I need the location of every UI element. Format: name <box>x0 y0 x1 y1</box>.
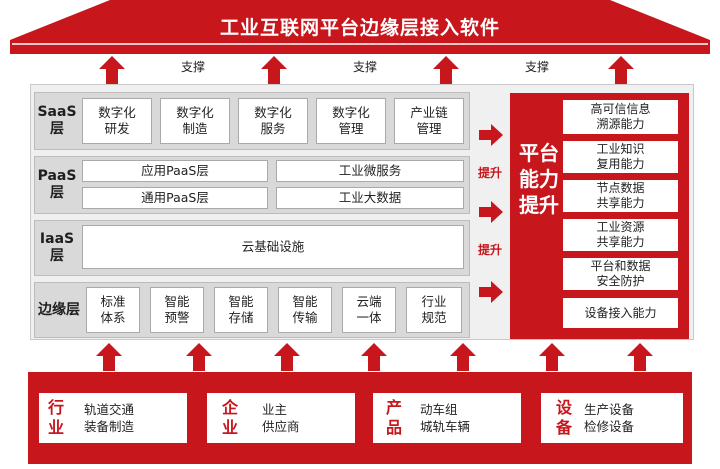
capability-item-security: 平台和数据安全防护 <box>562 257 679 291</box>
capability-item-knowledge-reuse: 工业知识复用能力 <box>562 140 679 174</box>
saas-cell-digital-service: 数字化服务 <box>238 98 308 144</box>
roof-banner <box>10 0 710 54</box>
domain-items-product: 动车组城轨车辆 <box>420 402 471 434</box>
edge-cell-standard-system: 标准体系 <box>86 287 140 333</box>
saas-cell-digital-management: 数字化管理 <box>316 98 386 144</box>
support-label: 支撑 <box>180 60 205 74</box>
input-arrow-up <box>186 343 212 371</box>
paas-cell-general-paas: 通用PaaS层 <box>82 187 268 209</box>
domain-title-equipment: 设备 <box>555 398 572 437</box>
domain-box-product <box>372 392 522 444</box>
edge-cell-cloud-edge-integration: 云端一体 <box>342 287 396 333</box>
input-arrow-up <box>361 343 387 371</box>
iaas-cell-cloud-infrastructure: 云基础设施 <box>82 225 464 269</box>
paas-cell-application-paas: 应用PaaS层 <box>82 160 268 182</box>
saas-cell-supply-chain: 产业链管理 <box>394 98 464 144</box>
support-arrow-up <box>261 56 287 84</box>
input-arrow-up <box>627 343 653 371</box>
boost-label: 提升 <box>478 243 503 257</box>
page-title: 工业互联网平台边缘层接入软件 <box>219 17 500 39</box>
paas-cell-industrial-big-data: 工业大数据 <box>276 187 464 209</box>
capability-title: 平台能力提升 <box>519 141 559 217</box>
support-label: 支撑 <box>352 60 377 74</box>
domain-box-enterprise <box>206 392 356 444</box>
capability-item-traceability: 高可信信息溯源能力 <box>562 99 679 135</box>
domain-title-product: 产品 <box>385 398 402 437</box>
saas-cell-digital-manufacturing: 数字化制造 <box>160 98 230 144</box>
domain-title-industry: 行业 <box>47 398 64 437</box>
edge-cell-smart-storage: 智能存储 <box>214 287 268 333</box>
edge-cell-smart-warning: 智能预警 <box>150 287 204 333</box>
boost-arrow-right <box>479 201 503 223</box>
boost-arrow-right <box>479 124 503 146</box>
domain-title-enterprise: 企业 <box>221 398 238 437</box>
capability-item-node-data-sharing: 节点数据共享能力 <box>562 179 679 213</box>
support-arrow-up <box>433 56 459 84</box>
input-arrow-up <box>450 343 476 371</box>
capability-item-resource-sharing: 工业资源共享能力 <box>562 218 679 252</box>
edge-cell-industry-norms: 行业规范 <box>406 287 462 333</box>
edge-cell-smart-transmission: 智能传输 <box>278 287 332 333</box>
input-arrow-up <box>96 343 122 371</box>
domain-items-equipment: 生产设备检修设备 <box>584 402 635 434</box>
boost-arrow-right <box>479 281 503 303</box>
boost-label: 提升 <box>478 166 503 180</box>
domain-items-enterprise: 业主供应商 <box>262 402 300 434</box>
paas-cell-industrial-microservices: 工业微服务 <box>276 160 464 182</box>
saas-cell-digital-rnd: 数字化研发 <box>82 98 152 144</box>
domain-box-industry <box>38 392 188 444</box>
edge-layer-label: 边缘层 <box>38 301 80 318</box>
capability-item-device-access: 设备接入能力 <box>562 297 679 329</box>
support-arrow-up <box>99 56 125 84</box>
support-label: 支撑 <box>524 60 549 74</box>
domain-box-equipment <box>540 392 684 444</box>
input-arrow-up <box>274 343 300 371</box>
input-arrow-up <box>539 343 565 371</box>
support-arrow-up <box>608 56 634 84</box>
domain-items-industry: 轨道交通装备制造 <box>84 402 135 434</box>
